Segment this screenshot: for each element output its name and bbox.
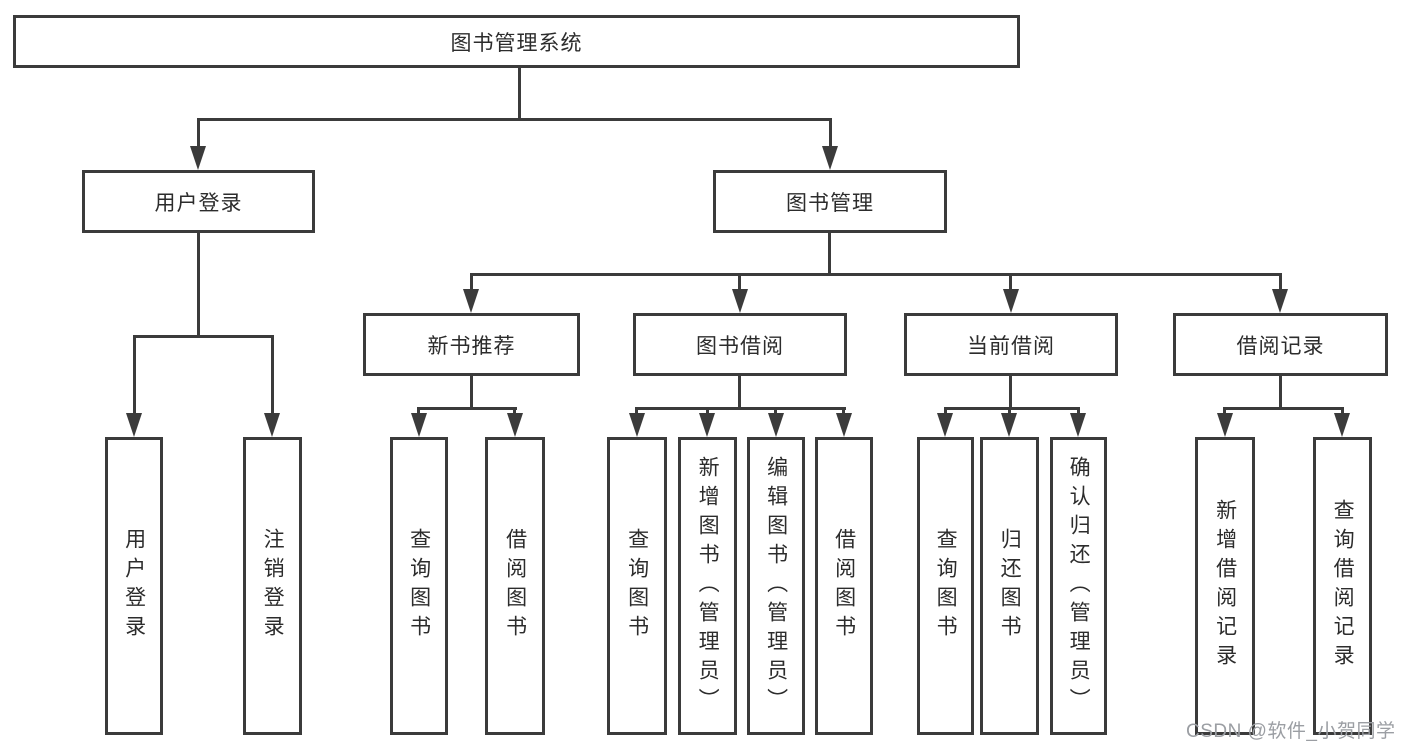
edge-stem-leaf-user-login — [133, 335, 136, 415]
edge-stem-new-book-recommend — [470, 273, 473, 292]
edge-stem-book-management — [829, 118, 832, 150]
edge-userlogin-trunk — [197, 233, 200, 337]
arrowhead-add-books — [699, 413, 715, 437]
edge-recommend-trunk — [470, 376, 473, 409]
edge-stem-bor-query-books — [635, 407, 638, 415]
arrowhead-confirm-return — [1070, 413, 1086, 437]
node-current-borrowing: 当前借阅 — [904, 313, 1118, 376]
leaf-add-borrow-record: 新增借阅记录 — [1195, 437, 1255, 735]
arrowhead-return-books — [1001, 413, 1017, 437]
arrowhead-book-borrowing — [732, 289, 748, 313]
leaf-confirm-return-admin: 确认归还（管理员） — [1050, 437, 1107, 735]
arrowhead-add-record — [1217, 413, 1233, 437]
arrowhead-leaf-logout — [264, 413, 280, 437]
edge-stem-add-record — [1223, 407, 1226, 415]
edge-stem-add-books — [706, 407, 709, 415]
leaf-borrow-books-recommend: 借阅图书 — [485, 437, 545, 735]
edge-stem-return-books — [1008, 407, 1011, 415]
leaf-query-books-borrowing: 查询图书 — [607, 437, 667, 735]
leaf-logout: 注销登录 — [243, 437, 302, 735]
leaf-query-books-recommend: 查询图书 — [390, 437, 448, 735]
edge-root-trunk — [518, 68, 521, 120]
edge-stem-edit-books — [774, 407, 777, 415]
node-new-book-recommend: 新书推荐 — [363, 313, 580, 376]
edge-stem-confirm-return — [1077, 407, 1080, 415]
edge-stem-user-login — [197, 118, 200, 150]
arrowhead-rec-borrow-books — [507, 413, 523, 437]
edge-userlogin-bar — [133, 335, 274, 338]
arrowhead-query-record — [1334, 413, 1350, 437]
edge-stem-cur-query-books — [944, 407, 947, 415]
leaf-user-login: 用户登录 — [105, 437, 163, 735]
edge-stem-leaf-logout — [271, 335, 274, 415]
arrowhead-bor-query-books — [629, 413, 645, 437]
node-library-management-system: 图书管理系统 — [13, 15, 1020, 68]
leaf-edit-books-admin: 编辑图书（管理员） — [747, 437, 805, 735]
arrowhead-cur-query-books — [937, 413, 953, 437]
edge-borrowing-trunk — [738, 376, 741, 409]
arrowhead-user-login — [190, 146, 206, 170]
arrowhead-rec-query-books — [411, 413, 427, 437]
edge-stem-rec-borrow-books — [513, 407, 516, 415]
arrowhead-leaf-user-login — [126, 413, 142, 437]
edge-current-bar — [944, 407, 1080, 410]
node-book-borrowing: 图书借阅 — [633, 313, 847, 376]
csdn-watermark: CSDN @软件_小贺同学 — [1186, 721, 1396, 742]
leaf-query-borrow-record: 查询借阅记录 — [1313, 437, 1372, 735]
edge-records-trunk — [1279, 376, 1282, 409]
edge-stem-book-borrowing — [738, 273, 741, 292]
leaf-add-books-admin: 新增图书（管理员） — [678, 437, 737, 735]
edge-bookmgmt-trunk — [828, 233, 831, 276]
edge-stem-current-borrowing — [1009, 273, 1012, 292]
node-user-login: 用户登录 — [82, 170, 315, 233]
leaf-borrow-books-borrowing: 借阅图书 — [815, 437, 873, 735]
arrowhead-bor-borrow-books — [836, 413, 852, 437]
edge-borrowing-bar — [635, 407, 846, 410]
arrowhead-current-borrowing — [1003, 289, 1019, 313]
leaf-query-books-current: 查询图书 — [917, 437, 974, 735]
node-borrowing-records: 借阅记录 — [1173, 313, 1388, 376]
arrowhead-new-book-recommend — [463, 289, 479, 313]
arrowhead-book-management — [822, 146, 838, 170]
edge-stem-rec-query-books — [417, 407, 420, 415]
arrowhead-borrowing-records — [1272, 289, 1288, 313]
edge-records-bar — [1223, 407, 1344, 410]
edge-stem-bor-borrow-books — [842, 407, 845, 415]
leaf-return-books: 归还图书 — [980, 437, 1039, 735]
edge-bookmgmt-bar — [470, 273, 1282, 276]
node-book-management: 图书管理 — [713, 170, 947, 233]
edge-stem-query-record — [1341, 407, 1344, 415]
edge-current-trunk — [1009, 376, 1012, 409]
edge-recommend-bar — [417, 407, 517, 410]
edge-stem-borrowing-records — [1279, 273, 1282, 292]
arrowhead-edit-books — [768, 413, 784, 437]
edge-root-bar — [197, 118, 832, 121]
